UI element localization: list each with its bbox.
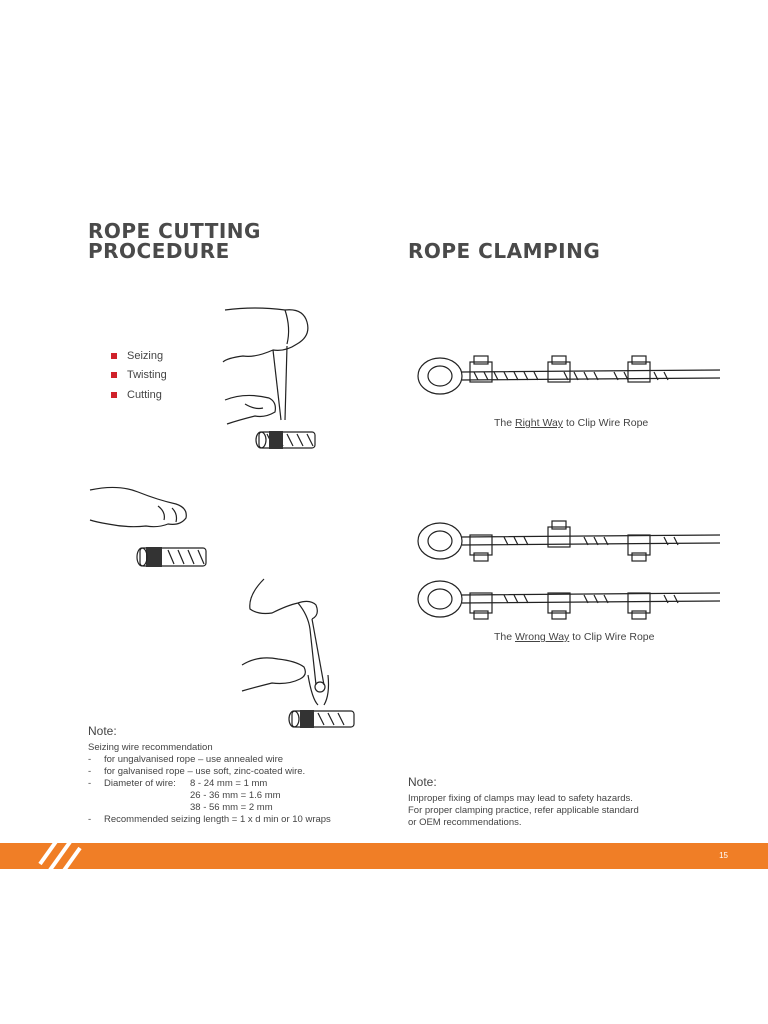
step-label: Cutting [127,388,162,401]
right-way-clamp-illustration [417,355,720,395]
stripes-logo-icon [38,834,82,878]
note-line: Improper fixing of clamps may lead to sa… [408,793,633,804]
note-item-text: for galvanised rope – use soft, zinc-coa… [104,766,306,777]
dash: - [88,754,92,765]
diameter-label: Diameter of wire: [104,778,176,789]
footer-band [0,843,768,869]
seizing-illustration [222,307,316,449]
cutting-steps-list: Seizing Twisting Cutting [111,346,167,405]
title-line-1: ROPE CUTTING [88,219,261,243]
step-label: Seizing [127,349,164,362]
wrong-way-clamp-illustration-2 [417,580,720,620]
bullet-square-icon [111,352,117,359]
diameter-value: 8 - 24 mm = 1 mm [190,778,268,789]
clamping-note: Note: Improper fixing of clamps may lead… [408,775,639,829]
step-twisting: Twisting [111,366,167,386]
note-item: - for galvanised rope – use soft, zinc-co… [88,766,331,778]
wrong-way-clamp-illustration-1 [417,520,720,562]
note-item-text: for ungalvanised rope – use annealed wir… [104,754,284,765]
caption-emphasis: Right Way [515,417,564,429]
caption-emphasis: Wrong Way [515,631,570,643]
title-line-2: PROCEDURE [88,239,230,263]
wrong-way-caption: The Wrong Way to Clip Wire Rope [494,631,654,643]
step-cutting: Cutting [111,385,167,405]
cutting-illustration [241,578,355,728]
diameter-values: 8 - 24 mm = 1 mm 26 - 36 mm = 1.6 mm 38 … [190,778,281,814]
note-line: For proper clamping practice, refer appl… [408,805,639,816]
caption-post: to Clip Wire Rope [569,631,655,643]
diameter-value: 26 - 36 mm = 1.6 mm [190,790,281,801]
note-heading: Note: [88,724,117,738]
page-number: 15 [719,851,728,860]
dash: - [88,766,92,777]
rope-clamping-title: ROPE CLAMPING [408,239,601,263]
bullet-square-icon [111,372,117,379]
note-item-text: Recommended seizing length = 1 x d min o… [104,814,331,825]
note-heading: Note: [408,775,437,789]
dash: - [88,814,92,825]
rope-cutting-title: ROPE CUTTING PROCEDURE [88,221,261,261]
step-seizing: Seizing [111,346,167,366]
caption-post: to Clip Wire Rope [563,417,649,429]
note-item: - Recommended seizing length = 1 x d min … [88,814,331,826]
note-item: - for ungalvanised rope – use annealed wi… [88,754,331,766]
dash: - [88,778,92,789]
caption-pre: The [494,631,516,643]
note-item-diameter: - Diameter of wire: 8 - 24 mm = 1 mm 26 … [88,778,331,814]
bullet-square-icon [111,391,117,398]
seizing-note: Note: Seizing wire recommendation - for u… [88,724,331,826]
diameter-value: 38 - 56 mm = 2 mm [190,802,273,813]
twisting-illustration [89,486,207,567]
step-label: Twisting [127,369,167,382]
caption-pre: The [494,417,516,429]
right-way-caption: The Right Way to Clip Wire Rope [494,417,648,429]
note-intro: Seizing wire recommendation [88,742,213,753]
note-line: or OEM recommendations. [408,817,522,828]
